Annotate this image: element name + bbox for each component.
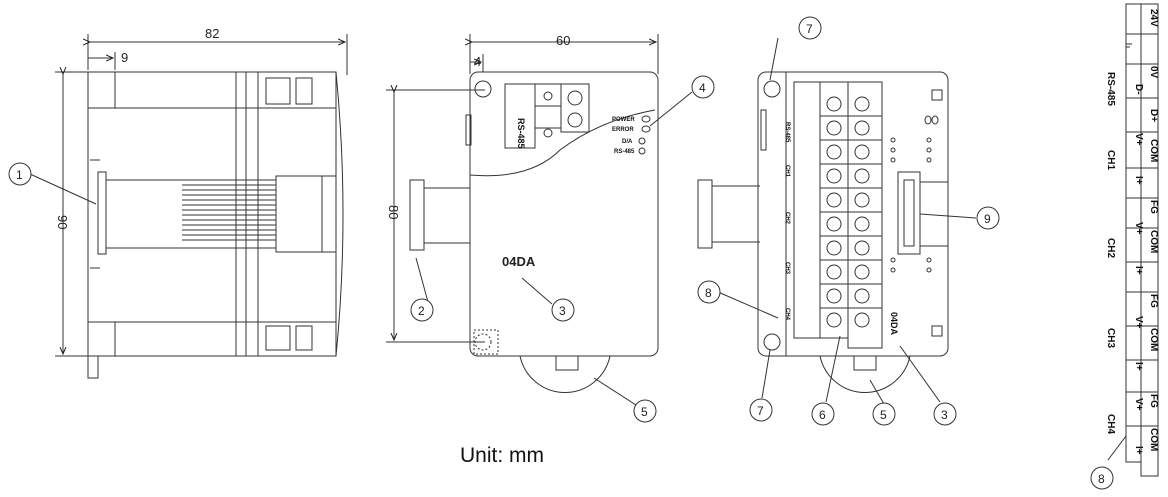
callout-7-top: 7 — [798, 16, 822, 40]
strip-ch2-fg: FG — [1148, 294, 1159, 308]
strip-ch1-iplus: I+ — [1133, 176, 1144, 185]
callout-8-strip: 8 — [1090, 466, 1114, 490]
svg-text:8: 8 — [1098, 472, 1105, 486]
svg-text:8: 8 — [705, 286, 712, 300]
strip-ch1-fg: FG — [1148, 200, 1159, 214]
strip-ch2-com: COM — [1148, 230, 1159, 253]
unit-label: Unit: mm — [460, 444, 544, 467]
callout-5: 5 — [633, 399, 657, 423]
strip-ch4-com: COM — [1148, 428, 1159, 451]
svg-text:6: 6 — [819, 408, 826, 422]
svg-text:4: 4 — [699, 81, 706, 95]
open-port-label: RS-485 — [784, 122, 790, 143]
strip-ch4-iplus: I+ — [1133, 446, 1144, 455]
open-view — [697, 37, 977, 405]
strip-group-ch3: CH3 — [1105, 328, 1116, 348]
callout-4: 4 — [691, 75, 715, 99]
strip-group-ch2: CH2 — [1105, 238, 1116, 258]
side-view: 82 9 90 — [29, 26, 348, 379]
terminal-dividers — [820, 115, 882, 309]
strip-group-ch1: CH1 — [1105, 150, 1116, 170]
callout-8: 8 — [697, 280, 721, 304]
svg-text:7: 7 — [806, 22, 813, 36]
open-ch4: CH4 — [784, 308, 790, 321]
svg-text:3: 3 — [559, 304, 566, 318]
terminal-strip — [1107, 3, 1159, 477]
strip-ch1-com: COM — [1148, 139, 1159, 162]
open-ch2: CH2 — [784, 212, 790, 225]
open-labels: RS-485 CH1 CH2 CH3 CH4 04DA — [784, 122, 899, 336]
led-error: ERROR — [612, 127, 634, 133]
dim-front-offset: 4 — [474, 54, 481, 69]
strip-ch3-fg: FG — [1148, 394, 1159, 408]
terminal-screws — [826, 96, 870, 328]
callout-7-bottom: 7 — [749, 398, 773, 422]
port-label: RS-485 — [516, 118, 526, 149]
strip-ch1-vplus: V+ — [1133, 133, 1144, 146]
led-rs485: RS-485 — [614, 149, 635, 155]
open-ch3: CH3 — [784, 262, 790, 275]
strip-ch3-vplus: V+ — [1133, 316, 1144, 329]
strip-0v: 0V — [1148, 66, 1159, 79]
dim-front-height: 80 — [386, 205, 401, 219]
callout-3: 3 — [551, 298, 575, 322]
svg-text:9: 9 — [984, 212, 991, 226]
terminal-strip-labels: 24V 0V D- D+ V+ COM I+ FG V+ COM I+ FG V… — [1105, 9, 1159, 455]
strip-ch3-iplus: I+ — [1133, 362, 1144, 371]
front-view: 60 4 80 — [386, 33, 693, 406]
dim-front-width: 60 — [556, 33, 570, 48]
callout-3-open: 3 — [933, 402, 957, 426]
open-ch1: CH1 — [784, 165, 790, 178]
led-power: POWER — [612, 117, 635, 123]
callout-6: 6 — [811, 402, 835, 426]
front-labels: POWER ERROR D/A RS-485 RS-485 04DA — [502, 117, 635, 269]
callout-9: 9 — [976, 206, 1000, 230]
strip-ch4-vplus: V+ — [1133, 398, 1144, 411]
dim-flange: 9 — [121, 50, 128, 65]
svg-text:1: 1 — [16, 168, 23, 182]
strip-group-rs485: RS-485 — [1105, 72, 1116, 106]
dim-side-height: 90 — [55, 215, 70, 229]
strip-24v: 24V — [1148, 9, 1159, 27]
callout-1: 1 — [8, 162, 32, 186]
svg-text:3: 3 — [941, 408, 948, 422]
strip-ch2-iplus: I+ — [1133, 266, 1144, 275]
open-model-label: 04DA — [889, 312, 899, 336]
ribbon-lines — [182, 184, 276, 241]
svg-text:2: 2 — [418, 304, 425, 318]
strip-ch2-vplus: V+ — [1133, 222, 1144, 235]
model-label: 04DA — [502, 254, 536, 269]
led-da: D/A — [622, 139, 633, 145]
callout-2: 2 — [410, 298, 434, 322]
svg-text:7: 7 — [757, 404, 764, 418]
dim-overall-width: 82 — [205, 26, 219, 41]
strip-group-ch4: CH4 — [1105, 414, 1116, 434]
svg-text:5: 5 — [641, 405, 648, 419]
strip-d-minus: D- — [1133, 84, 1144, 95]
callout-5-open: 5 — [872, 402, 896, 426]
svg-text:5: 5 — [880, 408, 887, 422]
strip-d-plus: D+ — [1148, 109, 1159, 122]
strip-ch3-com: COM — [1148, 328, 1159, 351]
